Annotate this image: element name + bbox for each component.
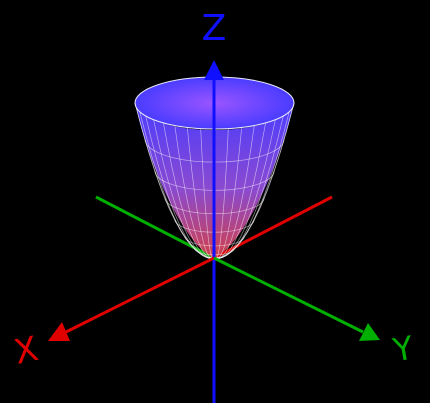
mesh-meridian [214,119,276,259]
x-axis-line [65,256,215,334]
z-axis-label: Z [202,8,227,49]
axes-front [48,60,380,403]
x-axis-arrowhead [48,322,70,341]
y-axis-line [213,256,364,334]
y-axis-label: Y [389,328,416,369]
mesh-meridian [214,127,243,260]
x-axis-label: X [11,329,42,373]
mesh-meridian [134,102,215,259]
z-axis-arrowhead [204,60,224,80]
mesh-meridian [214,125,255,260]
mesh-meridian [214,122,266,259]
y-axis-arrowhead [359,323,380,341]
